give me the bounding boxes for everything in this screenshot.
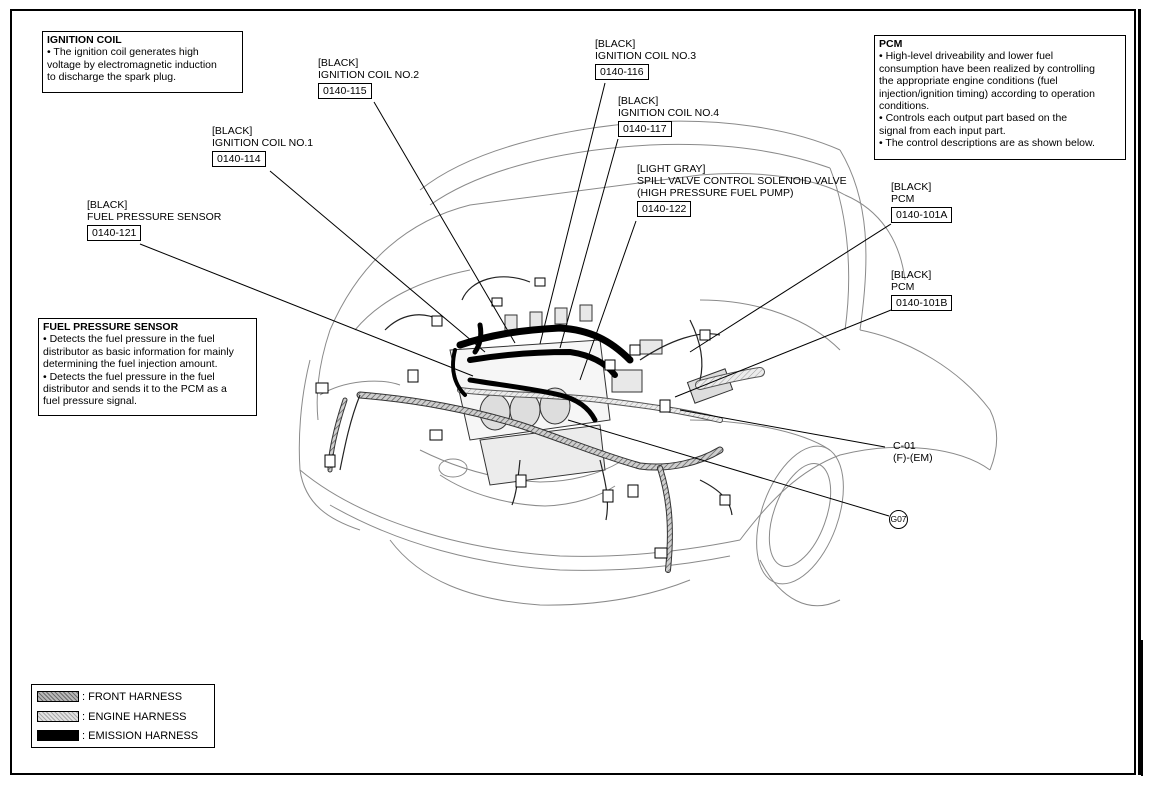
pcm-note-title: PCM — [879, 38, 903, 50]
fuel-sensor-note-line: determining the fuel injection amount. — [43, 358, 218, 371]
connector-code: 0140-101A — [891, 207, 953, 223]
legend-label-engine: : ENGINE HARNESS — [82, 711, 187, 723]
connector-name: IGNITION COIL NO.2 — [318, 69, 420, 81]
connector-name: PCM — [891, 281, 915, 293]
ignition-coil-note-line: voltage by electromagnetic induction — [47, 58, 217, 71]
connector-code: C-01 — [893, 440, 916, 452]
callout-fuel-pressure-sensor: [BLACK] FUEL PRESSURE SENSOR 0140-121 — [87, 199, 221, 241]
connector-name-2: (HIGH PRESSURE FUEL PUMP) — [637, 187, 794, 199]
connector-color: [BLACK] — [318, 57, 359, 69]
pcm-note-line: • Controls each output part based on the — [879, 112, 1068, 125]
callout-pcm-a: [BLACK] PCM 0140-101A — [891, 181, 953, 223]
callout-c01: C-01 (F)-(EM) — [893, 440, 933, 464]
connector-color: [BLACK] — [891, 269, 932, 281]
legend-row-engine: : ENGINE HARNESS — [37, 710, 187, 724]
connector-code: 0140-121 — [87, 225, 142, 241]
legend-label-front: : FRONT HARNESS — [82, 691, 183, 703]
ignition-coil-note-line: • The ignition coil generates high — [47, 46, 199, 59]
engine-harness-swatch — [37, 711, 79, 722]
pcm-note-line: signal from each input part. — [879, 124, 1006, 137]
connector-name: SPILL VALVE CONTROL SOLENOID VALVE — [637, 175, 847, 187]
harness-legend: : FRONT HARNESS : ENGINE HARNESS : EMISS… — [31, 684, 215, 748]
emission-harness-route — [451, 322, 634, 423]
callout-pcm-b: [BLACK] PCM 0140-101B — [891, 269, 953, 311]
page-edge-bar — [1138, 9, 1141, 775]
ignition-coil-note: IGNITION COIL • The ignition coil genera… — [42, 31, 243, 93]
connector-name: IGNITION COIL NO.3 — [595, 50, 697, 62]
leader-lines — [139, 82, 892, 517]
connector-name: PCM — [891, 193, 915, 205]
front-harness-swatch — [37, 691, 79, 702]
connector-code: 0140-115 — [318, 83, 372, 99]
callout-ignition-coil-1: [BLACK] IGNITION COIL NO.1 0140-114 — [212, 125, 313, 167]
fuel-sensor-note-line: distributor as basic information for mai… — [43, 345, 234, 358]
connector-name: IGNITION COIL NO.4 — [618, 107, 720, 119]
fuel-sensor-note-line: • Detects the fuel pressure in the fuel — [43, 370, 215, 383]
connector-code: 0140-101B — [891, 295, 953, 311]
callout-ignition-coil-4: [BLACK] IGNITION COIL NO.4 0140-117 — [618, 95, 719, 137]
fuel-sensor-note-line: fuel pressure signal. — [43, 395, 137, 408]
connector-name: IGNITION COIL NO.1 — [212, 137, 314, 149]
engine-harness-route — [457, 367, 765, 423]
connector-code: 0140-117 — [618, 121, 672, 137]
connector-color: [BLACK] — [87, 199, 128, 211]
connector-color: [BLACK] — [212, 125, 253, 137]
fuel-sensor-note-line: distributor and sends it to the PCM as a — [43, 383, 227, 396]
connector-color: [BLACK] — [618, 95, 659, 107]
fuel-pressure-sensor-note: FUEL PRESSURE SENSOR • Detects the fuel … — [38, 318, 257, 416]
callout-ignition-coil-2: [BLACK] IGNITION COIL NO.2 0140-115 — [318, 57, 419, 99]
legend-row-front: : FRONT HARNESS — [37, 690, 182, 704]
ignition-coil-note-title: IGNITION COIL — [47, 34, 122, 46]
callout-spill-valve: [LIGHT GRAY] SPILL VALVE CONTROL SOLENOI… — [637, 163, 847, 217]
connector-sub: (F)-(EM) — [893, 452, 933, 464]
pcm-note-line: consumption have been realized by contro… — [879, 62, 1095, 75]
connector-color: [BLACK] — [595, 38, 636, 50]
ignition-coil-note-line: to discharge the spark plug. — [47, 71, 176, 84]
connector-blocks — [315, 277, 731, 559]
connector-code: 0140-114 — [212, 151, 266, 167]
pcm-note-line: conditions. — [879, 100, 930, 113]
connector-name: FUEL PRESSURE SENSOR — [87, 211, 222, 223]
pcm-note-line: • High-level driveability and lower fuel — [879, 50, 1054, 63]
connector-color: [LIGHT GRAY] — [637, 163, 706, 175]
pcm-note-line: the appropriate engine conditions (fuel — [879, 75, 1058, 88]
car-body-outline — [298, 120, 998, 607]
ground-point-g07: G07 — [889, 510, 908, 529]
legend-row-emission: : EMISSION HARNESS — [37, 729, 198, 743]
pcm-note-line: • The control descriptions are as shown … — [879, 137, 1095, 150]
emission-harness-swatch — [37, 730, 79, 741]
pcm-note: PCM • High-level driveability and lower … — [874, 35, 1126, 160]
connector-color: [BLACK] — [891, 181, 932, 193]
fuel-sensor-note-line: • Detects the fuel pressure in the fuel — [43, 333, 215, 346]
legend-label-emission: : EMISSION HARNESS — [82, 730, 199, 742]
callout-ignition-coil-3: [BLACK] IGNITION COIL NO.3 0140-116 — [595, 38, 696, 80]
diagram-frame — [10, 9, 1136, 775]
pcm-note-line: injection/ignition timing) according to … — [879, 87, 1095, 100]
connector-code: 0140-116 — [595, 64, 649, 80]
page-edge-bar-lower — [1141, 640, 1143, 776]
fuel-sensor-note-title: FUEL PRESSURE SENSOR — [43, 321, 179, 333]
connector-code: 0140-122 — [637, 201, 692, 217]
